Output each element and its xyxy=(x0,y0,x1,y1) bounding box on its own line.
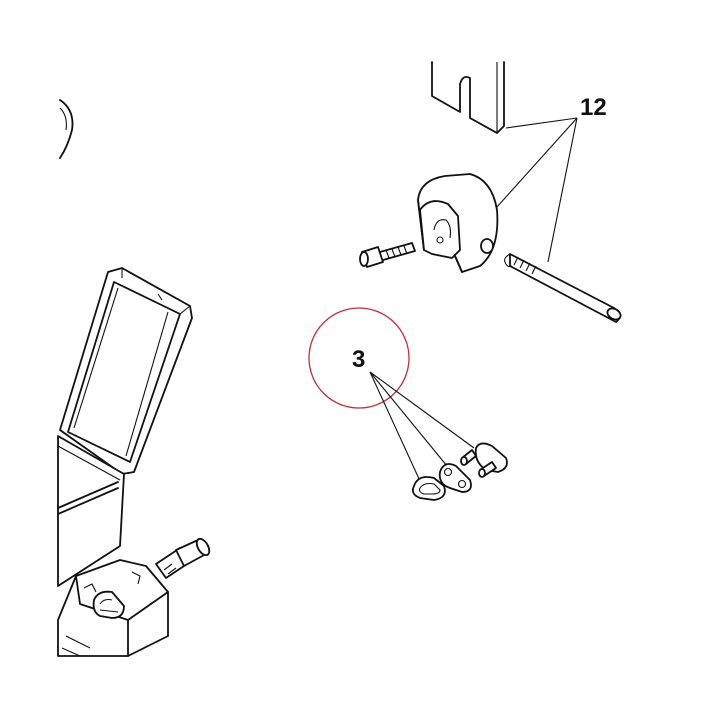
spring-clip xyxy=(411,476,446,501)
callout-3: 3 xyxy=(308,307,475,482)
callout-12: 12 xyxy=(495,94,607,263)
bracket-plate xyxy=(431,61,505,134)
screw xyxy=(359,242,416,268)
chain-tool-body xyxy=(417,173,499,273)
pin xyxy=(504,253,622,323)
chain-vise-tool xyxy=(57,537,211,657)
callout-12-label: 12 xyxy=(580,94,607,121)
case-lid xyxy=(59,267,193,475)
callout-3-label: 3 xyxy=(352,346,365,373)
side-plate xyxy=(438,463,472,493)
master-link xyxy=(460,442,508,478)
partial-arc xyxy=(59,99,74,159)
highlight-circle xyxy=(308,307,410,409)
case-base xyxy=(57,435,125,587)
